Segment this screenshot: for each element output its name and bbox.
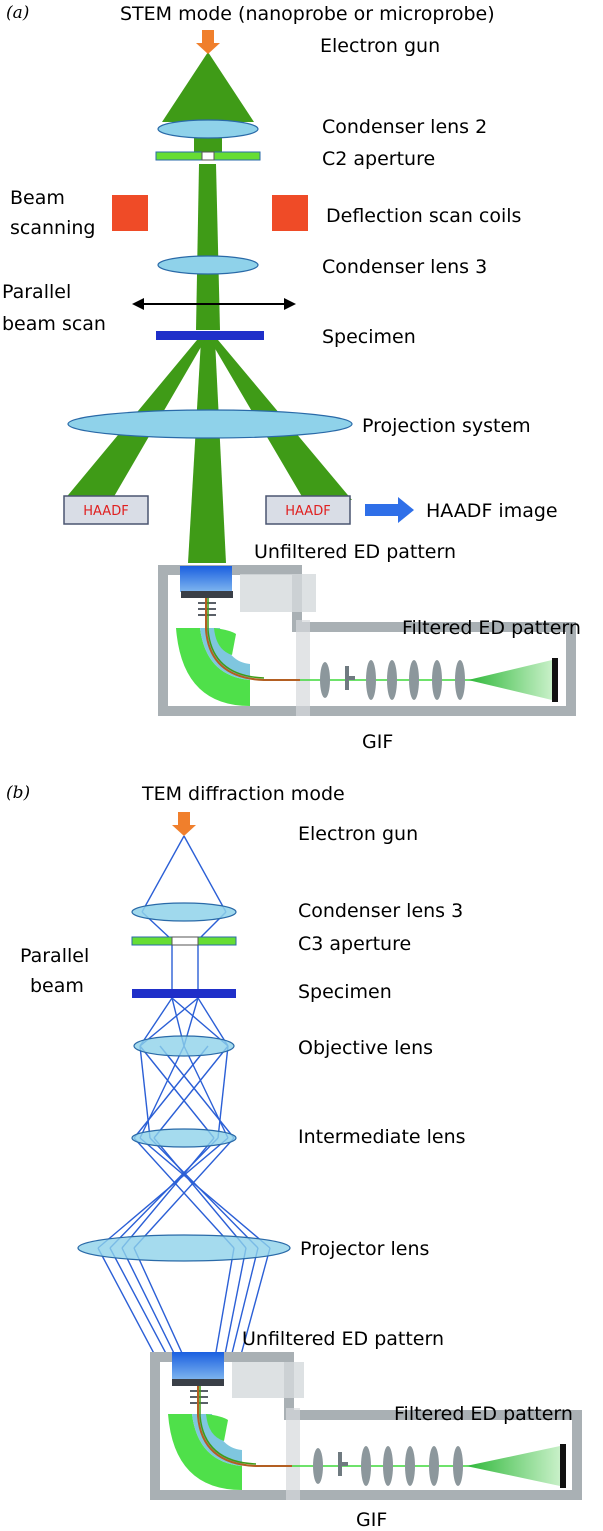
panel-a-tag: (a) — [6, 3, 29, 23]
label-condenser-2: Condenser lens 2 — [322, 116, 487, 138]
haadf-left-label: HAADF — [83, 504, 128, 519]
gun-arrow-b-icon — [172, 812, 196, 836]
ray-diagram — [97, 835, 271, 1411]
label-parallel-b-2: beam — [30, 975, 84, 997]
label-unfiltered-b: Unfiltered ED pattern — [242, 1328, 444, 1350]
label-unfiltered-a: Unfiltered ED pattern — [254, 541, 456, 563]
label-condenser-b: Condenser lens 3 — [298, 900, 463, 922]
label-specimen-a: Specimen — [322, 326, 416, 348]
label-beam-scanning-2: scanning — [10, 217, 95, 239]
scan-coil-left — [112, 195, 148, 231]
label-parallel-2: beam scan — [2, 313, 106, 335]
label-projection-system: Projection system — [362, 415, 531, 437]
stem-mode-title: STEM mode (nanoprobe or microprobe) — [120, 3, 495, 25]
label-parallel-b-1: Parallel — [20, 945, 89, 967]
label-condenser-3: Condenser lens 3 — [322, 256, 487, 278]
label-haadf-image: HAADF image — [426, 500, 558, 522]
projection-system-lens — [67, 409, 353, 439]
panel-b-tag: (b) — [6, 783, 30, 803]
scan-coil-right — [272, 195, 308, 231]
condenser-lens-3-b — [131, 902, 237, 922]
label-parallel-1: Parallel — [2, 281, 71, 303]
label-filtered-a: Filtered ED pattern — [402, 617, 581, 639]
tem-mode-title: TEM diffraction mode — [141, 783, 345, 805]
specimen-b — [132, 989, 236, 998]
haadf-right-label: HAADF — [285, 504, 330, 519]
label-projector: Projector lens — [300, 1238, 429, 1260]
haadf-output-arrow-icon — [365, 497, 414, 523]
intermediate-lens — [131, 1128, 237, 1148]
specimen-a — [156, 331, 264, 340]
gif-spectrometer-b — [150, 1352, 582, 1500]
condenser-lens-3 — [157, 255, 259, 275]
label-deflection-coils: Deflection scan coils — [326, 205, 521, 227]
panel-b: (b) TEM diffraction mode Electron gun — [6, 783, 582, 1531]
label-gif-a: GIF — [362, 731, 393, 753]
label-specimen-b: Specimen — [298, 981, 392, 1003]
gun-arrow-icon — [196, 30, 220, 54]
label-gif-b: GIF — [356, 1509, 387, 1531]
label-objective: Objective lens — [298, 1037, 433, 1059]
gif-spectrometer-a — [158, 565, 576, 716]
parallel-scan-arrow-icon — [132, 298, 296, 310]
projector-lens — [77, 1234, 291, 1262]
panel-a: (a) STEM mode (nanoprobe or microprobe) … — [2, 3, 581, 753]
c2-aperture — [155, 151, 261, 161]
condenser-lens-2 — [157, 119, 259, 139]
label-intermediate: Intermediate lens — [298, 1126, 466, 1148]
label-electron-gun: Electron gun — [320, 35, 440, 57]
label-beam-scanning-1: Beam — [10, 187, 65, 209]
label-filtered-b: Filtered ED pattern — [394, 1403, 573, 1425]
haadf-detector-left: HAADF — [63, 495, 149, 525]
haadf-detector-right: HAADF — [265, 495, 351, 525]
label-c2-aperture: C2 aperture — [322, 148, 435, 170]
label-c3-aperture: C3 aperture — [298, 933, 411, 955]
objective-lens — [133, 1035, 235, 1057]
c3-aperture — [131, 936, 237, 946]
label-electron-gun-b: Electron gun — [298, 823, 418, 845]
